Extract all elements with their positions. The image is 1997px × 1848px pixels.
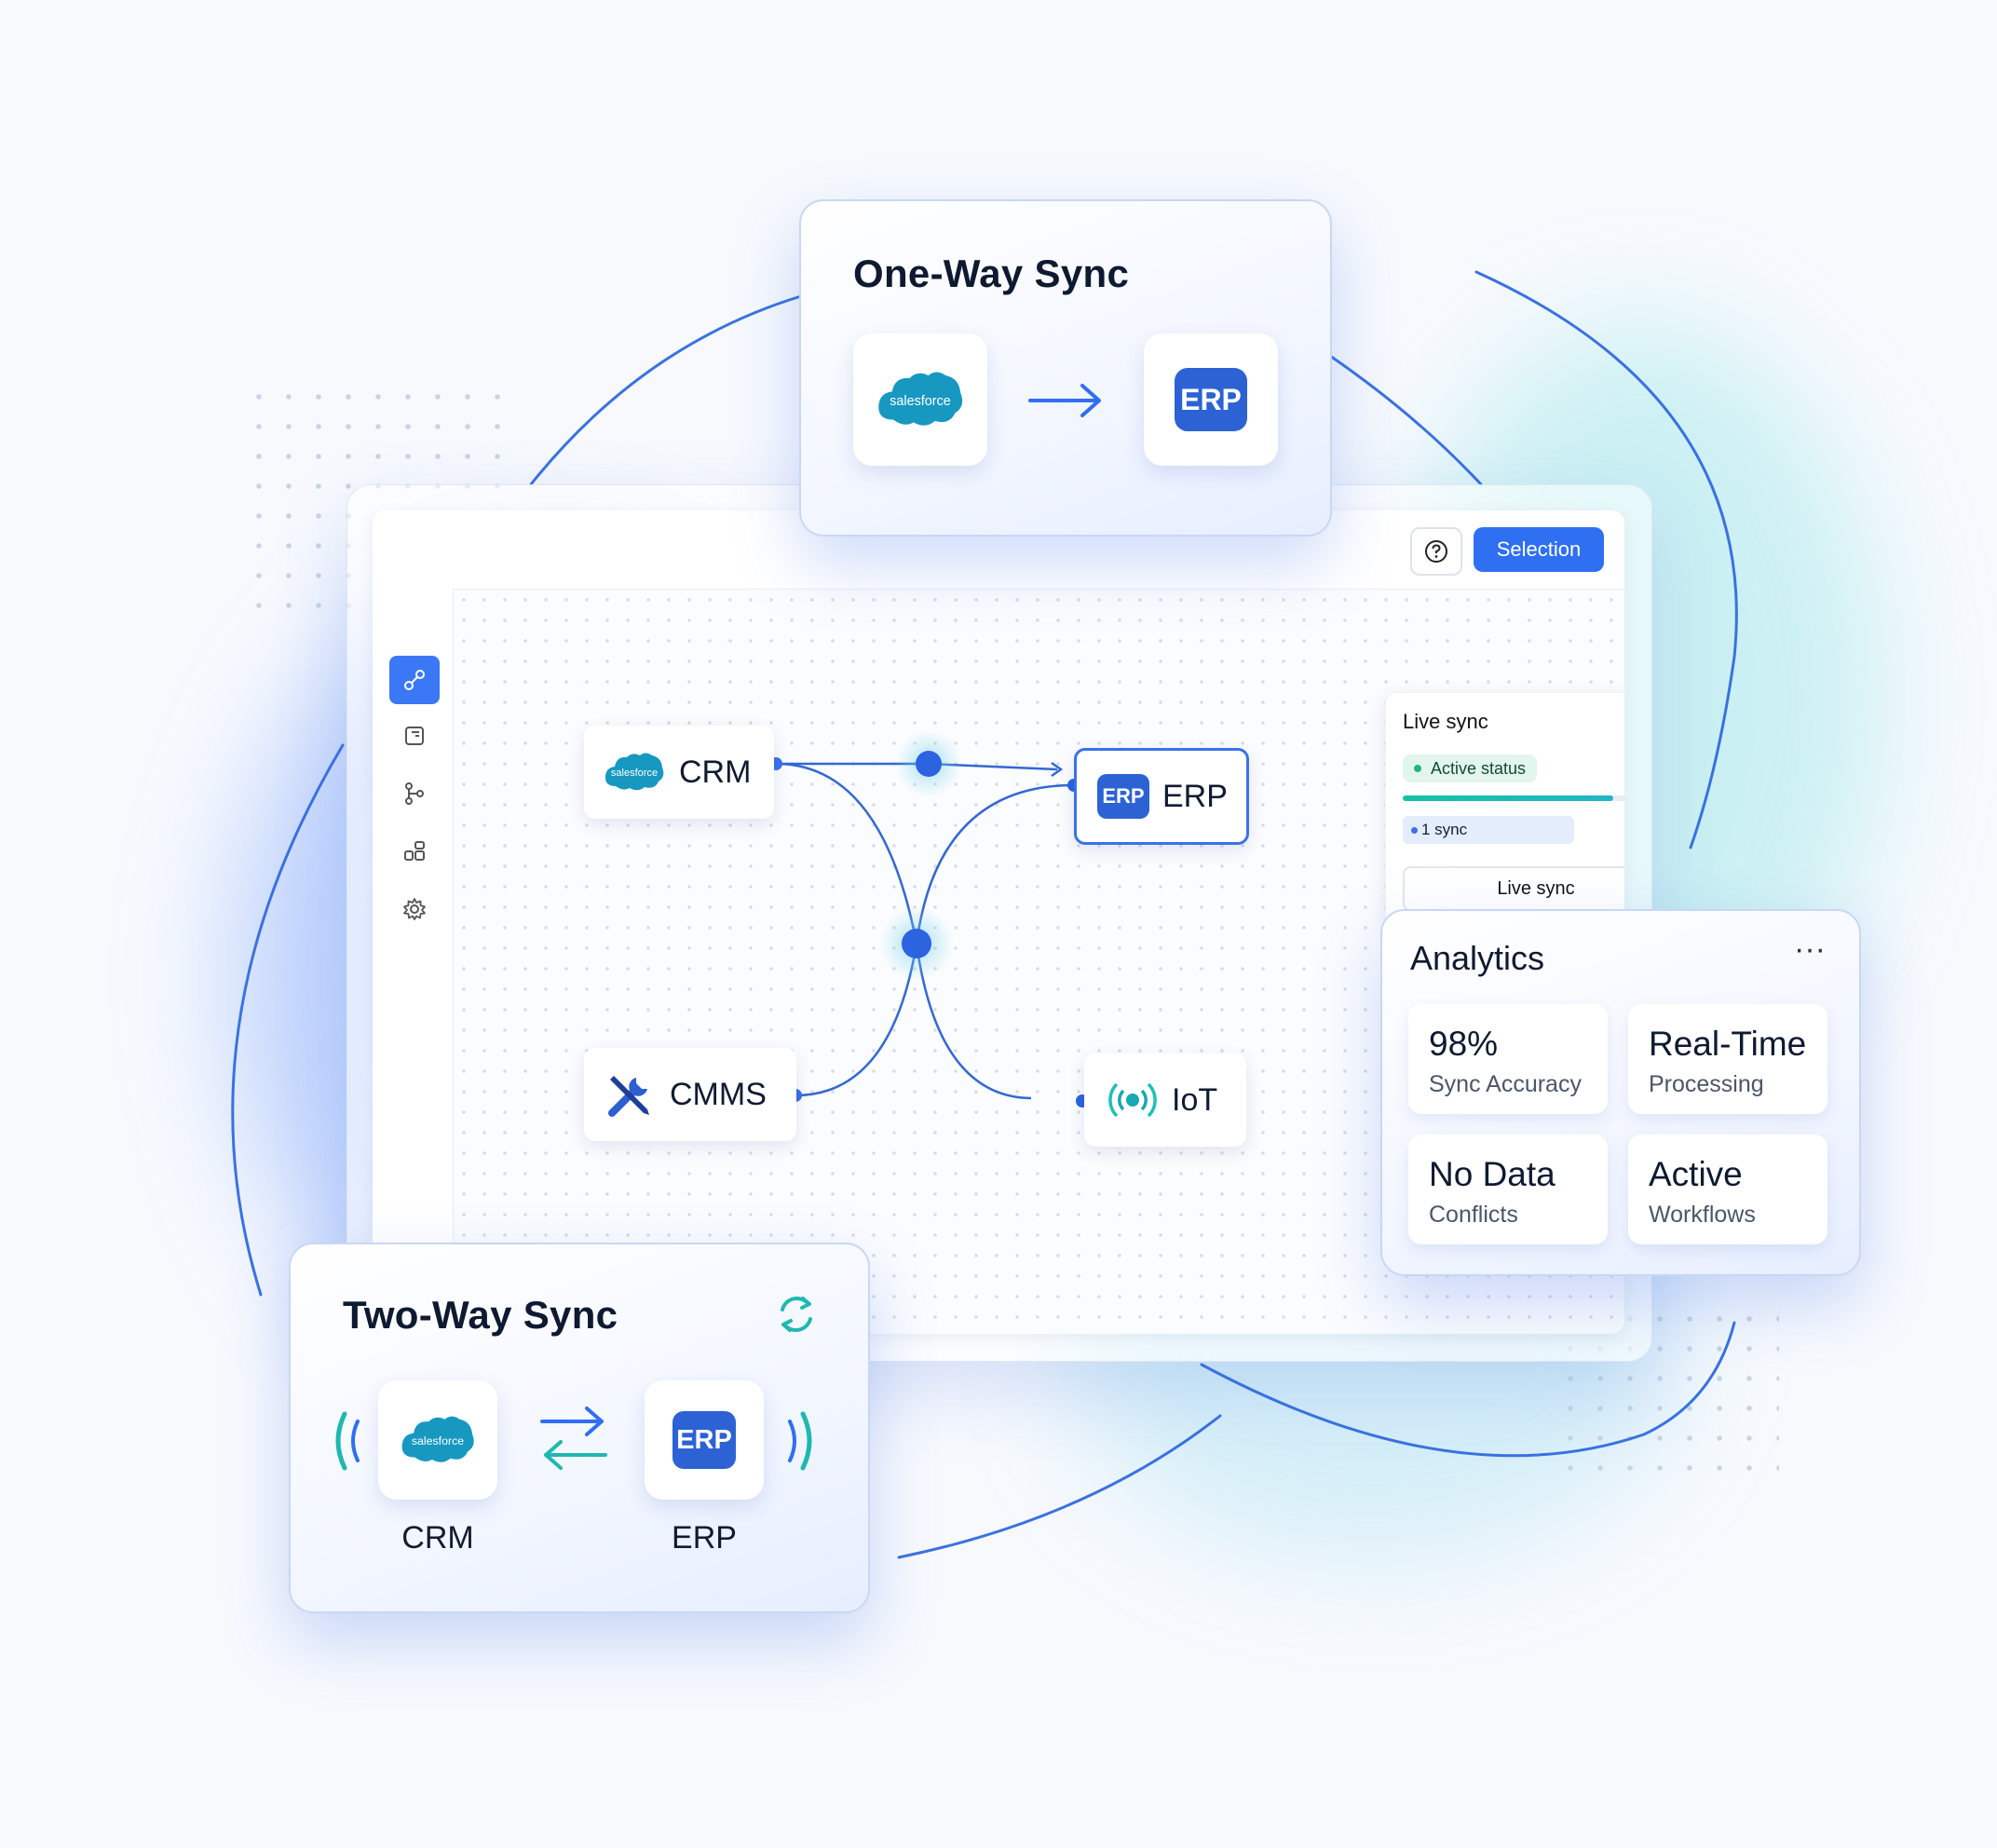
salesforce-logo: salesforce [401, 1416, 474, 1462]
selection-button[interactable]: Selection [1474, 527, 1604, 572]
swap-arrows-icon [540, 1406, 607, 1470]
sync-progress-fill [1403, 795, 1613, 801]
one-way-sync-title: One-Way Sync [853, 251, 1130, 295]
crm-node[interactable]: salesforce CRM [584, 726, 774, 819]
erp-caption: ERP [672, 1520, 737, 1556]
stat-label: Workflows [1649, 1202, 1756, 1228]
iot-node[interactable]: IoT [1084, 1053, 1246, 1147]
refresh-icon[interactable] [773, 1291, 820, 1338]
stat-label: Conflicts [1429, 1202, 1518, 1228]
salesforce-tile: salesforce [378, 1380, 497, 1500]
document-icon [405, 727, 424, 745]
stat-card: Real-Time Processing [1628, 1004, 1827, 1114]
sidebar-item-documents[interactable] [389, 712, 440, 760]
help-button[interactable] [1410, 527, 1462, 576]
erp-logo: ERP [1175, 368, 1247, 431]
salesforce-logo: salesforce [878, 372, 963, 426]
live-sync-title: Live sync [1403, 710, 1488, 733]
iot-node-label: IoT [1172, 1081, 1218, 1118]
two-way-sync-title: Two-Way Sync [343, 1293, 618, 1337]
branch-icon [405, 782, 424, 805]
erp-tile: ERP [645, 1380, 764, 1500]
live-sync-panel: Live sync ··· Active status 1 sync Live … [1385, 692, 1624, 927]
one-way-sync-card: One-Way Sync salesforce ERP [799, 199, 1332, 537]
crm-node-label: CRM [679, 754, 752, 790]
integrations-icon [404, 841, 425, 861]
stat-card: Active Workflows [1628, 1135, 1827, 1244]
wrench-screwdriver-icon [605, 1068, 657, 1121]
two-way-sync-card: Two-Way Sync salesforce ERP CRM ERP [289, 1243, 870, 1613]
crm-caption: CRM [401, 1520, 474, 1556]
sidebar [373, 589, 454, 1334]
stat-label: Processing [1649, 1071, 1764, 1097]
sidebar-item-connections[interactable] [389, 656, 440, 704]
live-sync-button[interactable]: Live sync [1403, 866, 1624, 911]
arrow-right-icon [1028, 384, 1101, 417]
connections-icon [404, 670, 425, 690]
cmms-node-label: CMMS [670, 1076, 767, 1112]
signal-left-icon [335, 1411, 360, 1471]
salesforce-logo: salesforce [603, 749, 666, 795]
cmms-node[interactable]: CMMS [584, 1048, 796, 1141]
analytics-title: Analytics [1410, 939, 1545, 977]
connection-lines [769, 730, 1089, 1107]
stat-card: No Data Conflicts [1408, 1135, 1608, 1244]
svg-text:salesforce: salesforce [890, 394, 951, 409]
question-circle-icon [1425, 540, 1447, 563]
stat-label: Sync Accuracy [1429, 1071, 1582, 1097]
erp-node-label: ERP [1162, 778, 1228, 814]
stat-value: 98% [1429, 1025, 1499, 1063]
stat-value: Active [1649, 1155, 1743, 1193]
svg-text:salesforce: salesforce [412, 1434, 464, 1447]
salesforce-tile: salesforce [853, 333, 987, 466]
signal-right-icon [788, 1411, 812, 1471]
stat-value: No Data [1429, 1155, 1555, 1193]
analytics-card: Analytics ··· 98% Sync Accuracy Real-Tim… [1380, 909, 1861, 1276]
erp-tile: ERP [1144, 333, 1278, 466]
sidebar-item-settings[interactable] [389, 885, 440, 933]
sync-count-badge: 1 sync [1403, 816, 1574, 844]
stat-card: 98% Sync Accuracy [1408, 1004, 1608, 1114]
analytics-menu-button[interactable]: ··· [1794, 931, 1826, 967]
gear-icon [403, 898, 426, 920]
sidebar-item-branches[interactable] [389, 769, 440, 818]
svg-text:salesforce: salesforce [611, 768, 658, 779]
sidebar-item-integrations[interactable] [389, 827, 440, 876]
erp-node[interactable]: ERP ERP [1074, 748, 1249, 845]
iot-signal-icon [1107, 1074, 1159, 1126]
stat-value: Real-Time [1649, 1025, 1807, 1063]
active-status-badge: Active status [1403, 754, 1538, 782]
erp-logo: ERP [1097, 774, 1149, 819]
erp-logo: ERP [672, 1411, 736, 1469]
sync-progress-bar [1403, 795, 1624, 801]
